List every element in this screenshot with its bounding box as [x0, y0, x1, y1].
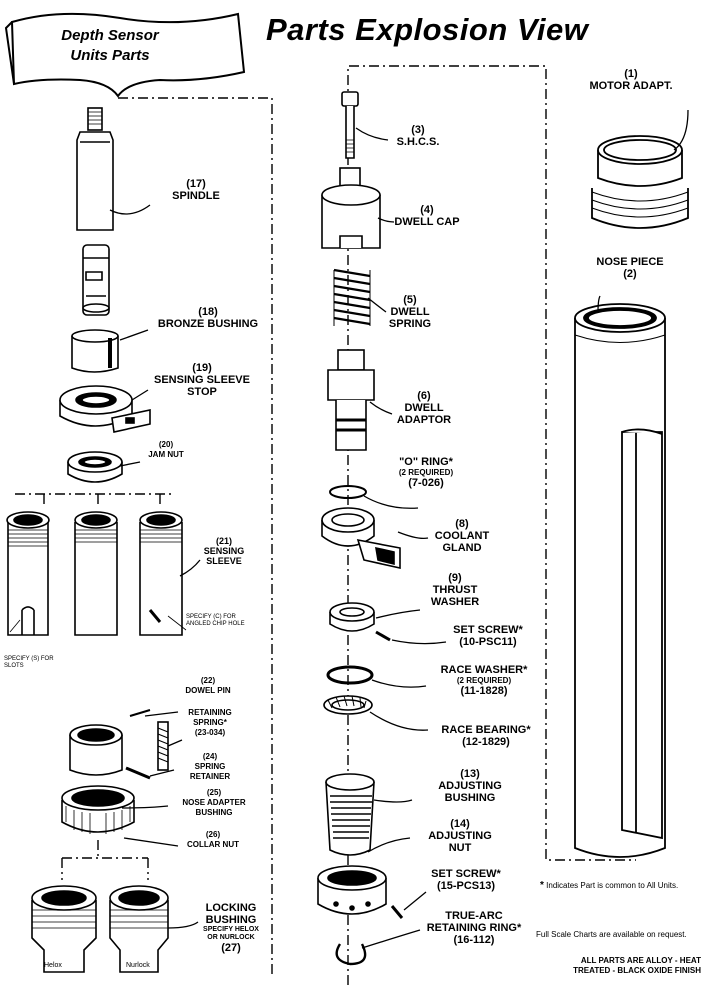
label-race-bearing: RACE BEARING*(12-1829) — [441, 724, 531, 748]
sensing-sleeve-stop — [59, 385, 151, 433]
adjusting-bushing — [325, 773, 375, 856]
label-dwell-cap: (4)DWELL CAP — [394, 204, 460, 228]
label-shcs: (3)S.H.C.S. — [396, 124, 440, 148]
dashed-group-lines — [15, 65, 636, 985]
label-set-screw-15: SET SCREW*(15-PCS13) — [431, 868, 501, 892]
o-ring — [329, 485, 367, 499]
note-full-scale-charts: Full Scale Charts are available on reque… — [536, 930, 687, 939]
motor-adapter — [591, 135, 689, 229]
dwell-adaptor — [327, 349, 375, 451]
thrust-washer — [329, 602, 391, 642]
sensing-sleeves — [6, 511, 187, 636]
banner-line-2: Units Parts — [70, 47, 150, 64]
dwell-spring — [333, 268, 371, 326]
label-spindle: (17)SPINDLE — [172, 178, 220, 202]
asterisk-marker: * — [540, 880, 544, 891]
nose-adapter-group — [61, 709, 169, 834]
retaining-ring — [335, 943, 367, 966]
adjusting-nut — [317, 865, 404, 919]
nose-piece — [574, 303, 666, 858]
banner-label: Depth Sensor Units Parts — [20, 26, 200, 66]
locking-bushings — [31, 885, 169, 973]
page-title: Parts Explosion View — [266, 12, 589, 47]
leader-lines — [109, 109, 689, 949]
label-helox: Helox — [44, 962, 62, 969]
note-common-parts: * Indicates Part is common to All Units. — [540, 880, 679, 891]
bronze-bushing — [71, 329, 119, 373]
label-race-washer: RACE WASHER*(2 REQUIRED)(11-1828) — [440, 664, 528, 697]
coolant-gland — [321, 507, 401, 569]
banner-shape — [4, 12, 246, 98]
label-jam-nut: (20)JAM NUT — [148, 440, 184, 459]
label-bronze-bushing: (18)BRONZE BUSHING — [157, 306, 259, 330]
label-nurlock: Nurlock — [126, 962, 150, 969]
spindle — [76, 107, 114, 316]
shcs-screw — [341, 91, 359, 159]
dwell-cap — [321, 167, 381, 249]
label-o-ring: "O" RING*(2 REQUIRED)(7-026) — [398, 456, 454, 489]
label-dowel-pin: (22)DOWEL PIN — [185, 676, 231, 695]
label-set-screw-10: SET SCREW*(10-PSC11) — [453, 624, 523, 648]
jam-nut — [67, 451, 123, 483]
banner-line-1: Depth Sensor — [61, 27, 159, 44]
label-motor-adapter: (1)MOTOR ADAPT. — [589, 68, 673, 92]
label-collar-nut: (26)COLLAR NUT — [187, 830, 239, 849]
race-bearing — [323, 695, 373, 715]
race-washer — [326, 665, 374, 685]
label-nose-piece: NOSE PIECE(2) — [596, 256, 664, 280]
